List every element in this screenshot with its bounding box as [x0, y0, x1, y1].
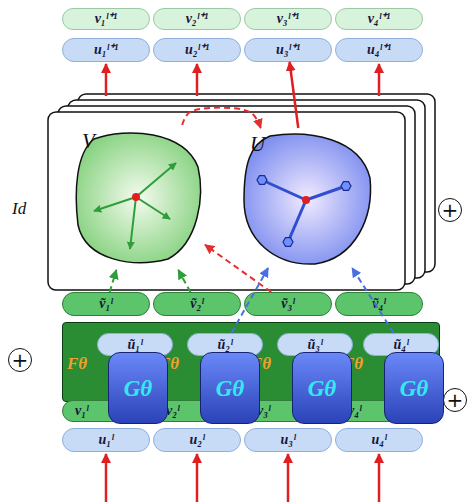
output-arrow [105, 64, 108, 96]
input-arrow [287, 454, 290, 502]
message-v-pill: ṽ₄ˡ [335, 292, 423, 316]
graph-edge [136, 197, 170, 219]
flow-connector [205, 245, 271, 292]
vector-label: v₄ˡ⁺¹ [368, 12, 391, 26]
sum-circle: + [438, 198, 462, 222]
edge-space-blob: U [240, 128, 375, 268]
plus-sign: + [12, 350, 29, 370]
identity-label: Id [12, 200, 26, 217]
vector-arrow [288, 200, 306, 242]
vector-label: ũ₄ˡ [393, 338, 408, 352]
vector-label: u₂ˡ [189, 433, 204, 447]
space-label: U [250, 134, 265, 155]
vector-label: v₂ˡ [166, 404, 179, 418]
flow-connector [352, 268, 393, 333]
plus-sign: + [447, 390, 464, 410]
vector-label: v₃ˡ⁺¹ [277, 12, 300, 26]
output-u-pill: u₁ˡ⁺¹ [62, 38, 150, 62]
vector-label: u₃ˡ⁺¹ [276, 43, 300, 57]
vector-label: u₄ˡ⁺¹ [367, 43, 391, 57]
output-u-pill: u₂ˡ⁺¹ [153, 38, 241, 62]
vector-label: v₂ˡ⁺¹ [186, 12, 209, 26]
hexagon-point [283, 238, 293, 247]
space-label: V [82, 131, 95, 152]
flow-connector [110, 270, 117, 292]
blob-shape [244, 134, 371, 264]
output-u-pill: u₄ˡ⁺¹ [335, 38, 423, 62]
stack-card [48, 112, 405, 290]
plus-sign: + [442, 200, 459, 220]
sum-circle: + [8, 348, 32, 372]
input-arrow [105, 454, 108, 502]
vector-label: ũ₃ˡ [307, 338, 322, 352]
flow-connector [231, 268, 268, 333]
vector-label: ṽ₄ˡ [372, 297, 385, 311]
output-v-pill: v₄ˡ⁺¹ [335, 8, 423, 30]
input-u-pill: u₂ˡ [153, 428, 241, 452]
vector-label: ṽ₂ˡ [190, 297, 203, 311]
vector-label: ṽ₃ˡ [281, 297, 294, 311]
message-v-pill: ṽ₂ˡ [153, 292, 241, 316]
flow-connector [290, 62, 299, 128]
vector-label: u₄ˡ [371, 433, 386, 447]
input-arrow [378, 454, 381, 502]
graph-edge [94, 197, 136, 211]
input-u-pill: u₁ˡ [62, 428, 150, 452]
f-theta-label: Fθ [67, 355, 87, 372]
output-arrow [378, 64, 381, 96]
center-point [302, 196, 310, 204]
vector-label: ṽ₁ˡ [99, 297, 112, 311]
vector-label: ũ₁ˡ [127, 338, 142, 352]
g-theta-label: Gθ [308, 377, 337, 400]
blob-shape [76, 133, 200, 263]
vector-label: u₁ˡ [98, 433, 113, 447]
flow-connector [182, 108, 261, 128]
output-arrow [196, 64, 199, 96]
hexagon-point [257, 176, 267, 185]
input-u-pill: u₄ˡ [335, 428, 423, 452]
vector-arrow [262, 180, 306, 200]
output-v-pill: v₁ˡ⁺¹ [62, 8, 150, 30]
g-theta-block: Gθ [292, 352, 352, 424]
flow-connector [178, 270, 190, 292]
vector-label: u₂ˡ⁺¹ [185, 43, 209, 57]
graph-edge [136, 163, 176, 197]
g-theta-label: Gθ [124, 377, 153, 400]
vector-label: u₃ˡ [280, 433, 295, 447]
output-u-pill: u₃ˡ⁺¹ [244, 38, 332, 62]
vector-arrow [306, 186, 346, 200]
g-theta-label: Gθ [400, 377, 429, 400]
output-v-pill: v₃ˡ⁺¹ [244, 8, 332, 30]
center-point [132, 193, 140, 201]
vector-label: v₁ˡ⁺¹ [95, 12, 118, 26]
vector-label: u₁ˡ⁺¹ [94, 43, 118, 57]
sum-circle: + [443, 388, 467, 412]
g-theta-block: Gθ [108, 352, 168, 424]
graph-edge [130, 197, 136, 249]
g-theta-block: Gθ [200, 352, 260, 424]
hexagon-point [341, 182, 351, 191]
input-u-pill: u₃ˡ [244, 428, 332, 452]
node-space-blob: V [72, 125, 205, 270]
vector-label: ũ₂ˡ [217, 338, 232, 352]
vector-label: v₁ˡ [75, 404, 88, 418]
input-arrow [196, 454, 199, 502]
g-theta-label: Gθ [216, 377, 245, 400]
g-theta-block: Gθ [384, 352, 444, 424]
message-v-pill: ṽ₃ˡ [244, 292, 332, 316]
message-v-pill: ṽ₁ˡ [62, 292, 150, 316]
output-v-pill: v₂ˡ⁺¹ [153, 8, 241, 30]
